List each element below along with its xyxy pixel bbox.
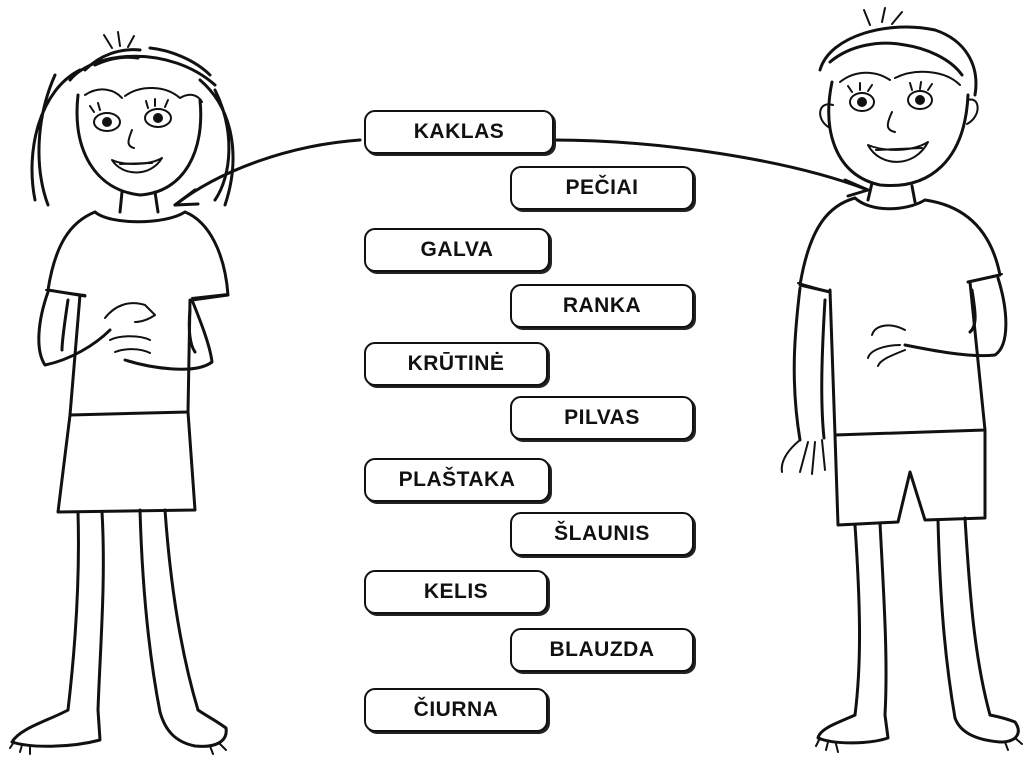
girl-figure [9, 31, 235, 755]
label-ciurna[interactable]: ČIURNA [364, 688, 548, 732]
label-plastaka[interactable]: PLAŠTAKA [364, 458, 550, 502]
label-kaklas[interactable]: KAKLAS [364, 110, 554, 154]
label-slaunis[interactable]: ŠLAUNIS [510, 512, 694, 556]
connector-arrows [173, 138, 870, 207]
label-peciai[interactable]: PEČIAI [510, 166, 694, 210]
label-ranka[interactable]: RANKA [510, 284, 694, 328]
label-pilvas[interactable]: PILVAS [510, 396, 694, 440]
label-kelis[interactable]: KELIS [364, 570, 548, 614]
label-galva[interactable]: GALVA [364, 228, 550, 272]
label-krutine[interactable]: KRŪTINĖ [364, 342, 548, 386]
label-blauzda[interactable]: BLAUZDA [510, 628, 694, 672]
boy-figure [780, 7, 1023, 753]
